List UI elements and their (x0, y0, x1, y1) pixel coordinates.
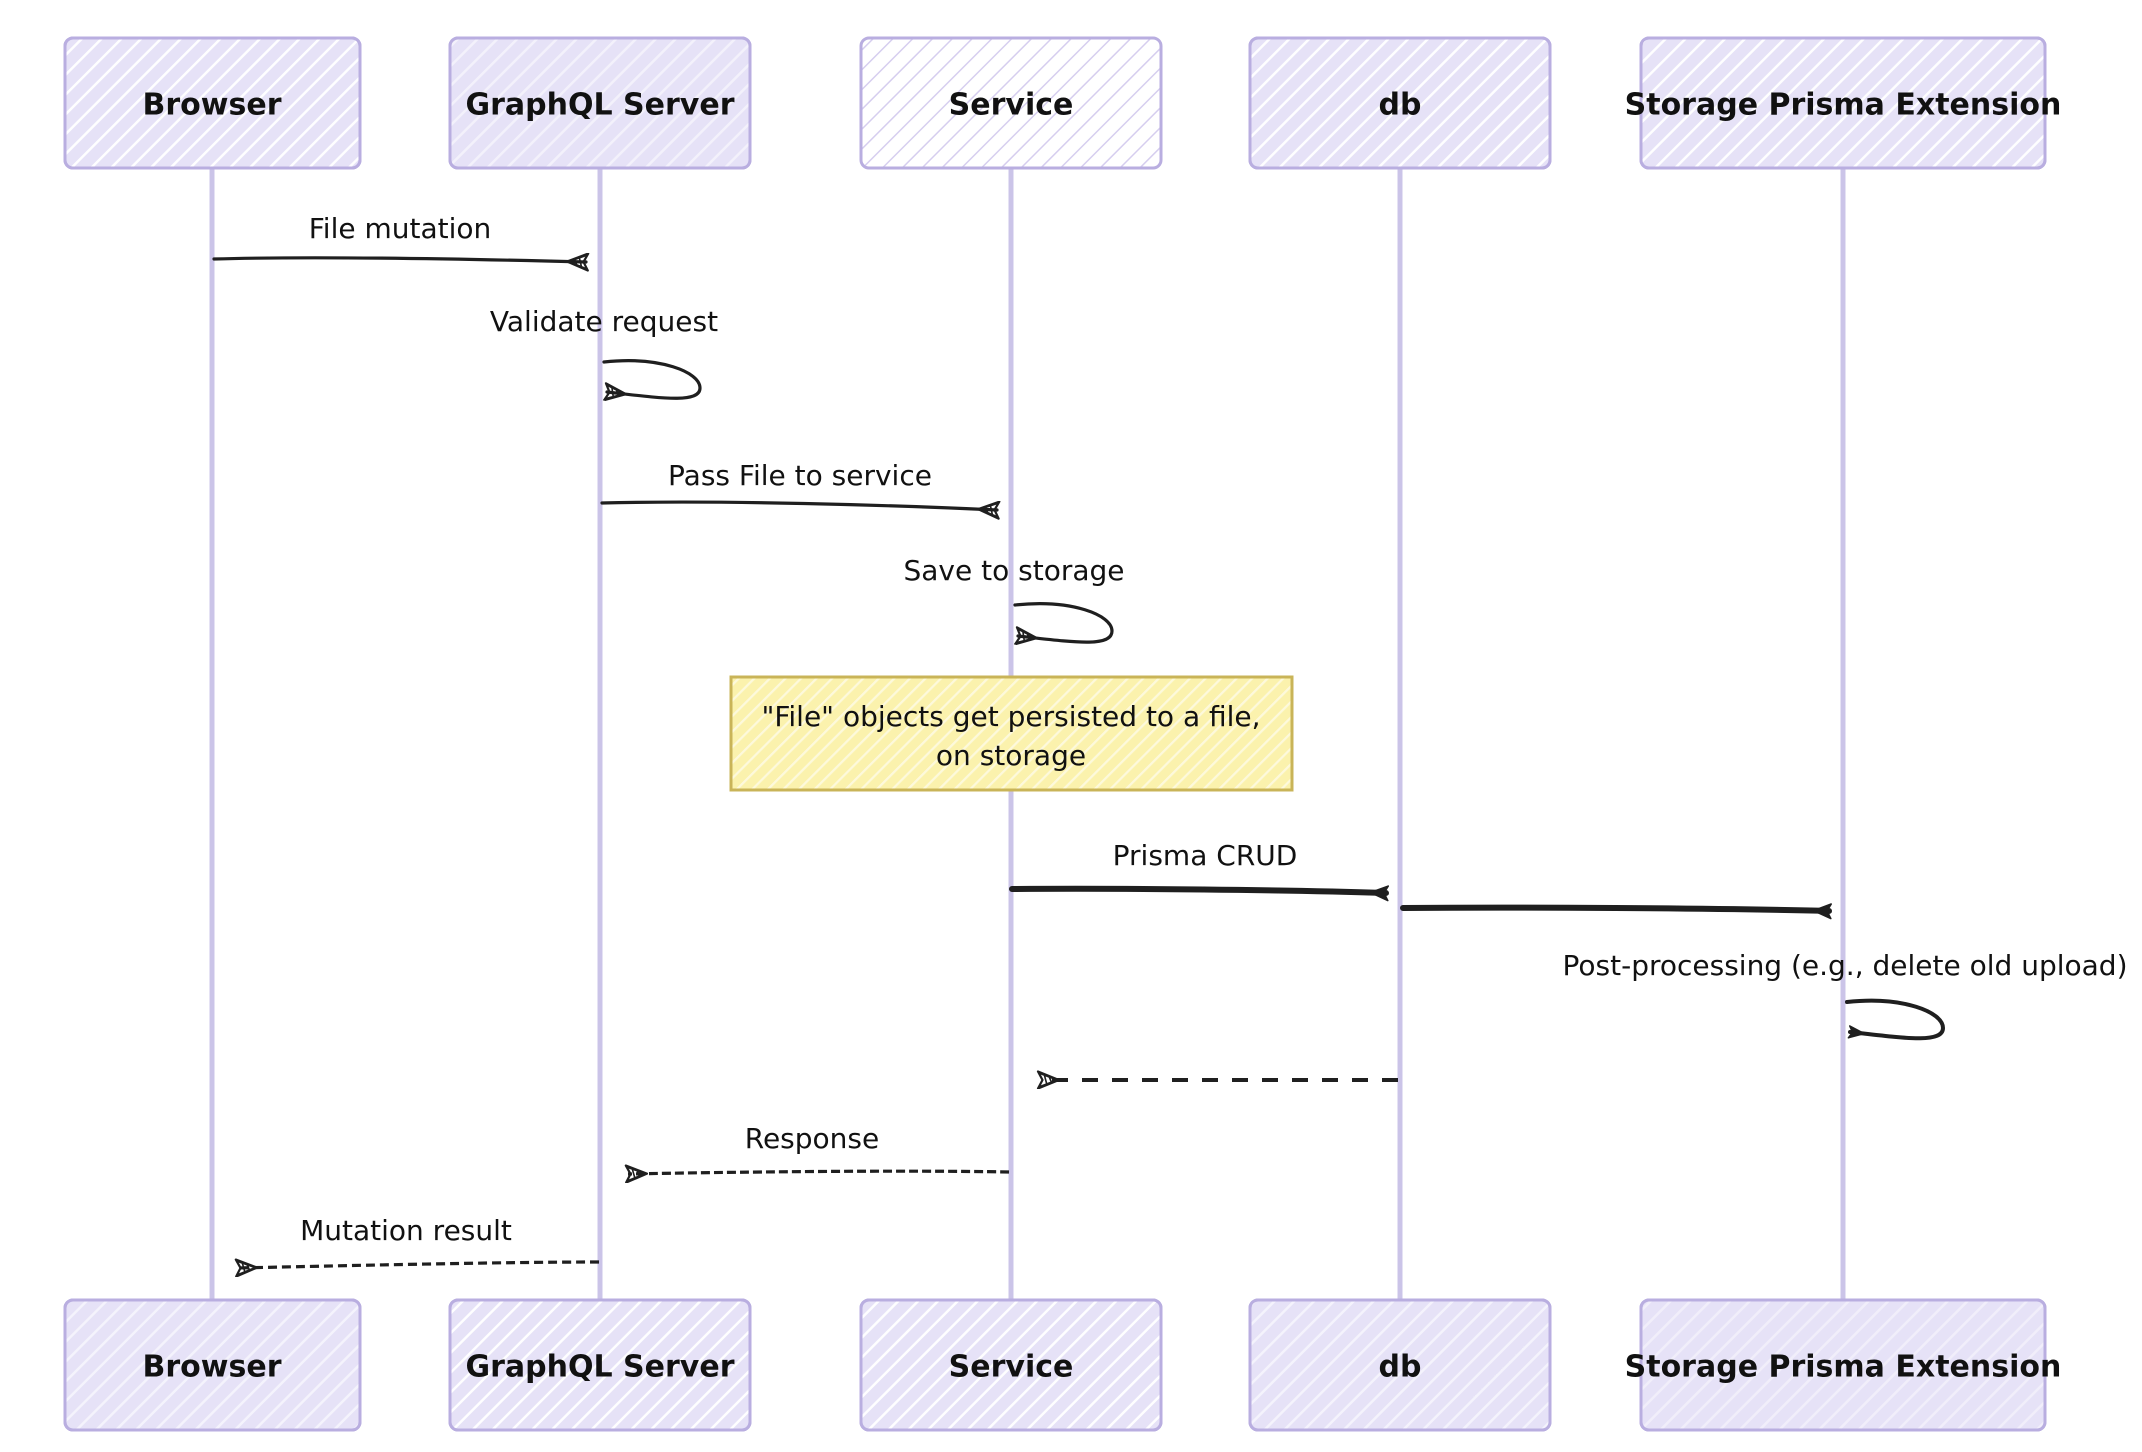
actor-box-storage-top[interactable]: Storage Prisma Extension (1625, 36, 2062, 170)
actor-hatch (1641, 38, 2045, 168)
message-line (238, 1262, 600, 1268)
actor-box-db-top[interactable]: db (1248, 36, 1552, 170)
actor-outline (1248, 1298, 1552, 1432)
actor-label-graphql: GraphQL Server (465, 1350, 734, 1385)
message-save-to-storage[interactable]: Save to storage (903, 554, 1125, 642)
actor-label-service: Service (949, 1350, 1074, 1385)
actor-outline (448, 1298, 752, 1432)
message-label: File mutation (309, 212, 492, 245)
actor-box-service-top[interactable]: Service (859, 36, 1163, 170)
actor-label-service: Service (949, 88, 1074, 123)
actor-hatch (450, 38, 750, 168)
message-line (212, 258, 586, 262)
actor-hatch (1250, 38, 1550, 168)
message-line (628, 1171, 1010, 1174)
message-line (1400, 908, 1832, 911)
message-response[interactable]: Response (628, 1122, 1010, 1174)
actor-box-graphql-bottom[interactable]: GraphQL Server (448, 1298, 752, 1432)
message-label: Response (745, 1122, 879, 1155)
message-pass-file-to-service[interactable]: Pass File to service (600, 459, 997, 510)
message-label: Prisma CRUD (1113, 839, 1298, 872)
message-label: Post-processing (e.g., delete old upload… (1563, 949, 2128, 982)
message-loop (602, 359, 702, 399)
actor-outline (448, 36, 752, 170)
actor-hatch (65, 1300, 360, 1430)
message-db-to-storage[interactable] (1400, 908, 1832, 911)
actor-label-browser: Browser (143, 88, 282, 123)
note-outline (729, 675, 1294, 792)
actor-box-service-bottom[interactable]: Service (859, 1298, 1163, 1432)
message-label: Save to storage (903, 554, 1124, 587)
actor-hatch (861, 1300, 1161, 1430)
actor-label-db: db (1379, 88, 1422, 123)
actor-boxes-bottom: Browser GraphQL Server Service db (63, 1298, 2062, 1432)
message-post-processing[interactable]: Post-processing (e.g., delete old upload… (1563, 949, 2128, 1041)
message-label: Pass File to service (668, 459, 932, 492)
actor-outline (1248, 36, 1552, 170)
message-loop (1013, 602, 1114, 642)
message-loop (1845, 998, 1946, 1041)
actor-box-storage-bottom[interactable]: Storage Prisma Extension (1625, 1298, 2062, 1432)
message-label: Validate request (490, 305, 718, 338)
message-line (600, 500, 997, 510)
actor-box-browser-bottom[interactable]: Browser (63, 1298, 362, 1432)
message-prisma-crud[interactable]: Prisma CRUD (1009, 839, 1386, 893)
actor-hatch (1641, 1300, 2045, 1430)
message-line (1009, 889, 1386, 893)
actor-box-browser-top[interactable]: Browser (63, 36, 362, 170)
message-label: Mutation result (300, 1214, 512, 1247)
actor-hatch (1250, 1300, 1550, 1430)
actor-box-graphql-top[interactable]: GraphQL Server (448, 36, 752, 170)
actor-boxes-top: Browser GraphQL Server Service db (63, 36, 2062, 170)
actor-outline (1639, 1298, 2047, 1432)
actor-label-browser: Browser (143, 1350, 282, 1385)
actor-outline (859, 1298, 1163, 1432)
actor-outline (1639, 36, 2047, 170)
note-line-1: "File" objects get persisted to a file, (761, 700, 1260, 733)
actor-hatch (65, 38, 360, 168)
actor-label-storage: Storage Prisma Extension (1625, 1350, 2062, 1385)
message-mutation-result[interactable]: Mutation result (238, 1214, 600, 1268)
message-file-mutation[interactable]: File mutation (212, 212, 586, 262)
actor-outline (63, 36, 362, 170)
actor-outline (63, 1298, 362, 1432)
actor-hatch (450, 1300, 750, 1430)
actor-shape (859, 36, 1163, 170)
note-line-2: on storage (936, 739, 1086, 772)
actor-label-storage: Storage Prisma Extension (1625, 88, 2062, 123)
message-validate-request[interactable]: Validate request (490, 305, 718, 398)
actor-box-db-bottom[interactable]: db (1248, 1298, 1552, 1432)
note-file-objects-persisted: "File" objects get persisted to a file, … (729, 675, 1294, 792)
actor-label-db: db (1379, 1350, 1422, 1385)
actor-label-graphql: GraphQL Server (465, 88, 734, 123)
note-hatch (731, 677, 1292, 790)
